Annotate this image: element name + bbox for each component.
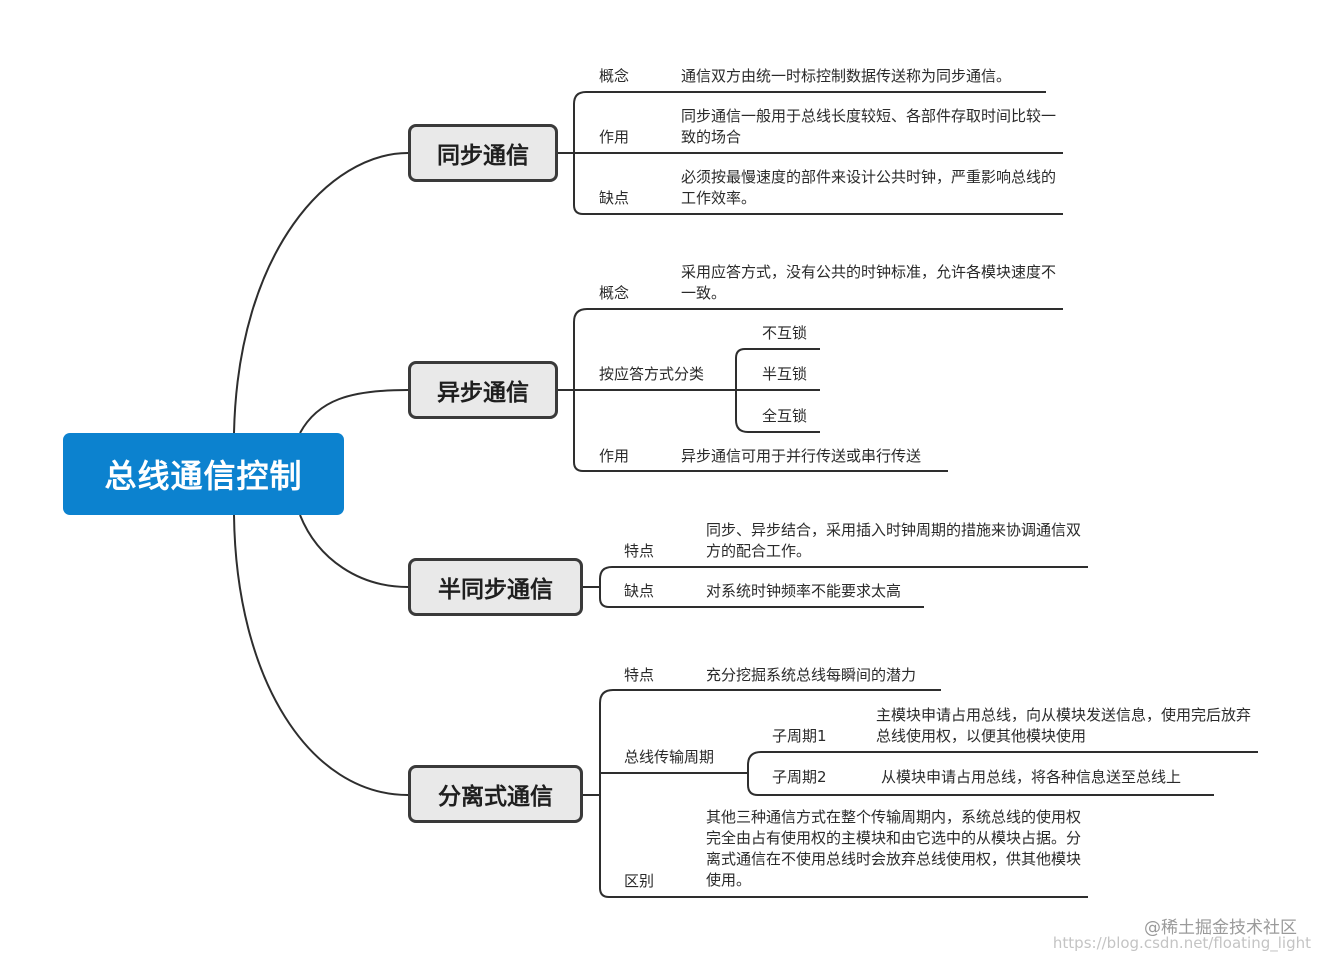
async-class-label: 按应答方式分类 — [599, 365, 705, 383]
split-sub1-label: 子周期1 — [772, 727, 827, 745]
root-topic[interactable]: 总线通信控制 — [63, 433, 344, 515]
split-sub2-label: 子周期2 — [772, 768, 827, 786]
sync-flaw-label: 缺点 — [599, 189, 630, 207]
async-class-item: 半互锁 — [762, 365, 808, 383]
sync-concept-text: 通信双方由统一时标控制数据传送称为同步通信。 — [681, 67, 1012, 85]
watermark-juejin: @稀土掘金技术社区 — [1144, 918, 1297, 938]
topic-sync[interactable]: 同步通信 — [408, 124, 558, 182]
semi-flaw-label: 缺点 — [624, 582, 655, 600]
sync-use-label: 作用 — [599, 128, 630, 146]
split-diff-label: 区别 — [624, 872, 655, 890]
semi-feature-label: 特点 — [624, 542, 655, 560]
topic-async[interactable]: 异步通信 — [408, 361, 558, 419]
split-sub1-text: 主模块申请占用总线，向从模块发送信息，使用完后放弃总线使用权，以便其他模块使用 — [876, 706, 1252, 745]
async-use-label: 作用 — [599, 447, 630, 465]
split-feature-label: 特点 — [624, 666, 655, 684]
split-feature-text: 充分挖掘系统总线每瞬间的潜力 — [706, 666, 917, 684]
semi-feature-text: 同步、异步结合，采用插入时钟周期的措施来协调通信双方的配合工作。 — [706, 521, 1082, 560]
sync-concept-label: 概念 — [599, 67, 630, 85]
async-class-item: 全互锁 — [762, 407, 808, 425]
split-sub2-text: 从模块申请占用总线，将各种信息送至总线上 — [881, 768, 1182, 786]
async-class-item: 不互锁 — [762, 324, 808, 342]
topic-split[interactable]: 分离式通信 — [408, 765, 583, 823]
split-diff-text: 其他三种通信方式在整个传输周期内，系统总线的使用权完全由占有使用权的主模块和由它… — [706, 808, 1082, 889]
semi-flaw-text: 对系统时钟频率不能要求太高 — [706, 582, 902, 600]
sync-flaw-text: 必须按最慢速度的部件来设计公共时钟，严重影响总线的工作效率。 — [681, 168, 1057, 207]
async-concept-text: 采用应答方式，没有公共的时钟标准，允许各模块速度不一致。 — [681, 263, 1057, 302]
topic-semi-sync[interactable]: 半同步通信 — [408, 558, 583, 616]
sync-use-text: 同步通信一般用于总线长度较短、各部件存取时间比较一致的场合 — [681, 107, 1057, 146]
async-use-text: 异步通信可用于并行传送或串行传送 — [681, 447, 922, 465]
async-concept-label: 概念 — [599, 284, 630, 302]
split-cycle-label: 总线传输周期 — [624, 748, 715, 766]
watermark-url: https://blog.csdn.net/floating_light — [1052, 934, 1311, 952]
